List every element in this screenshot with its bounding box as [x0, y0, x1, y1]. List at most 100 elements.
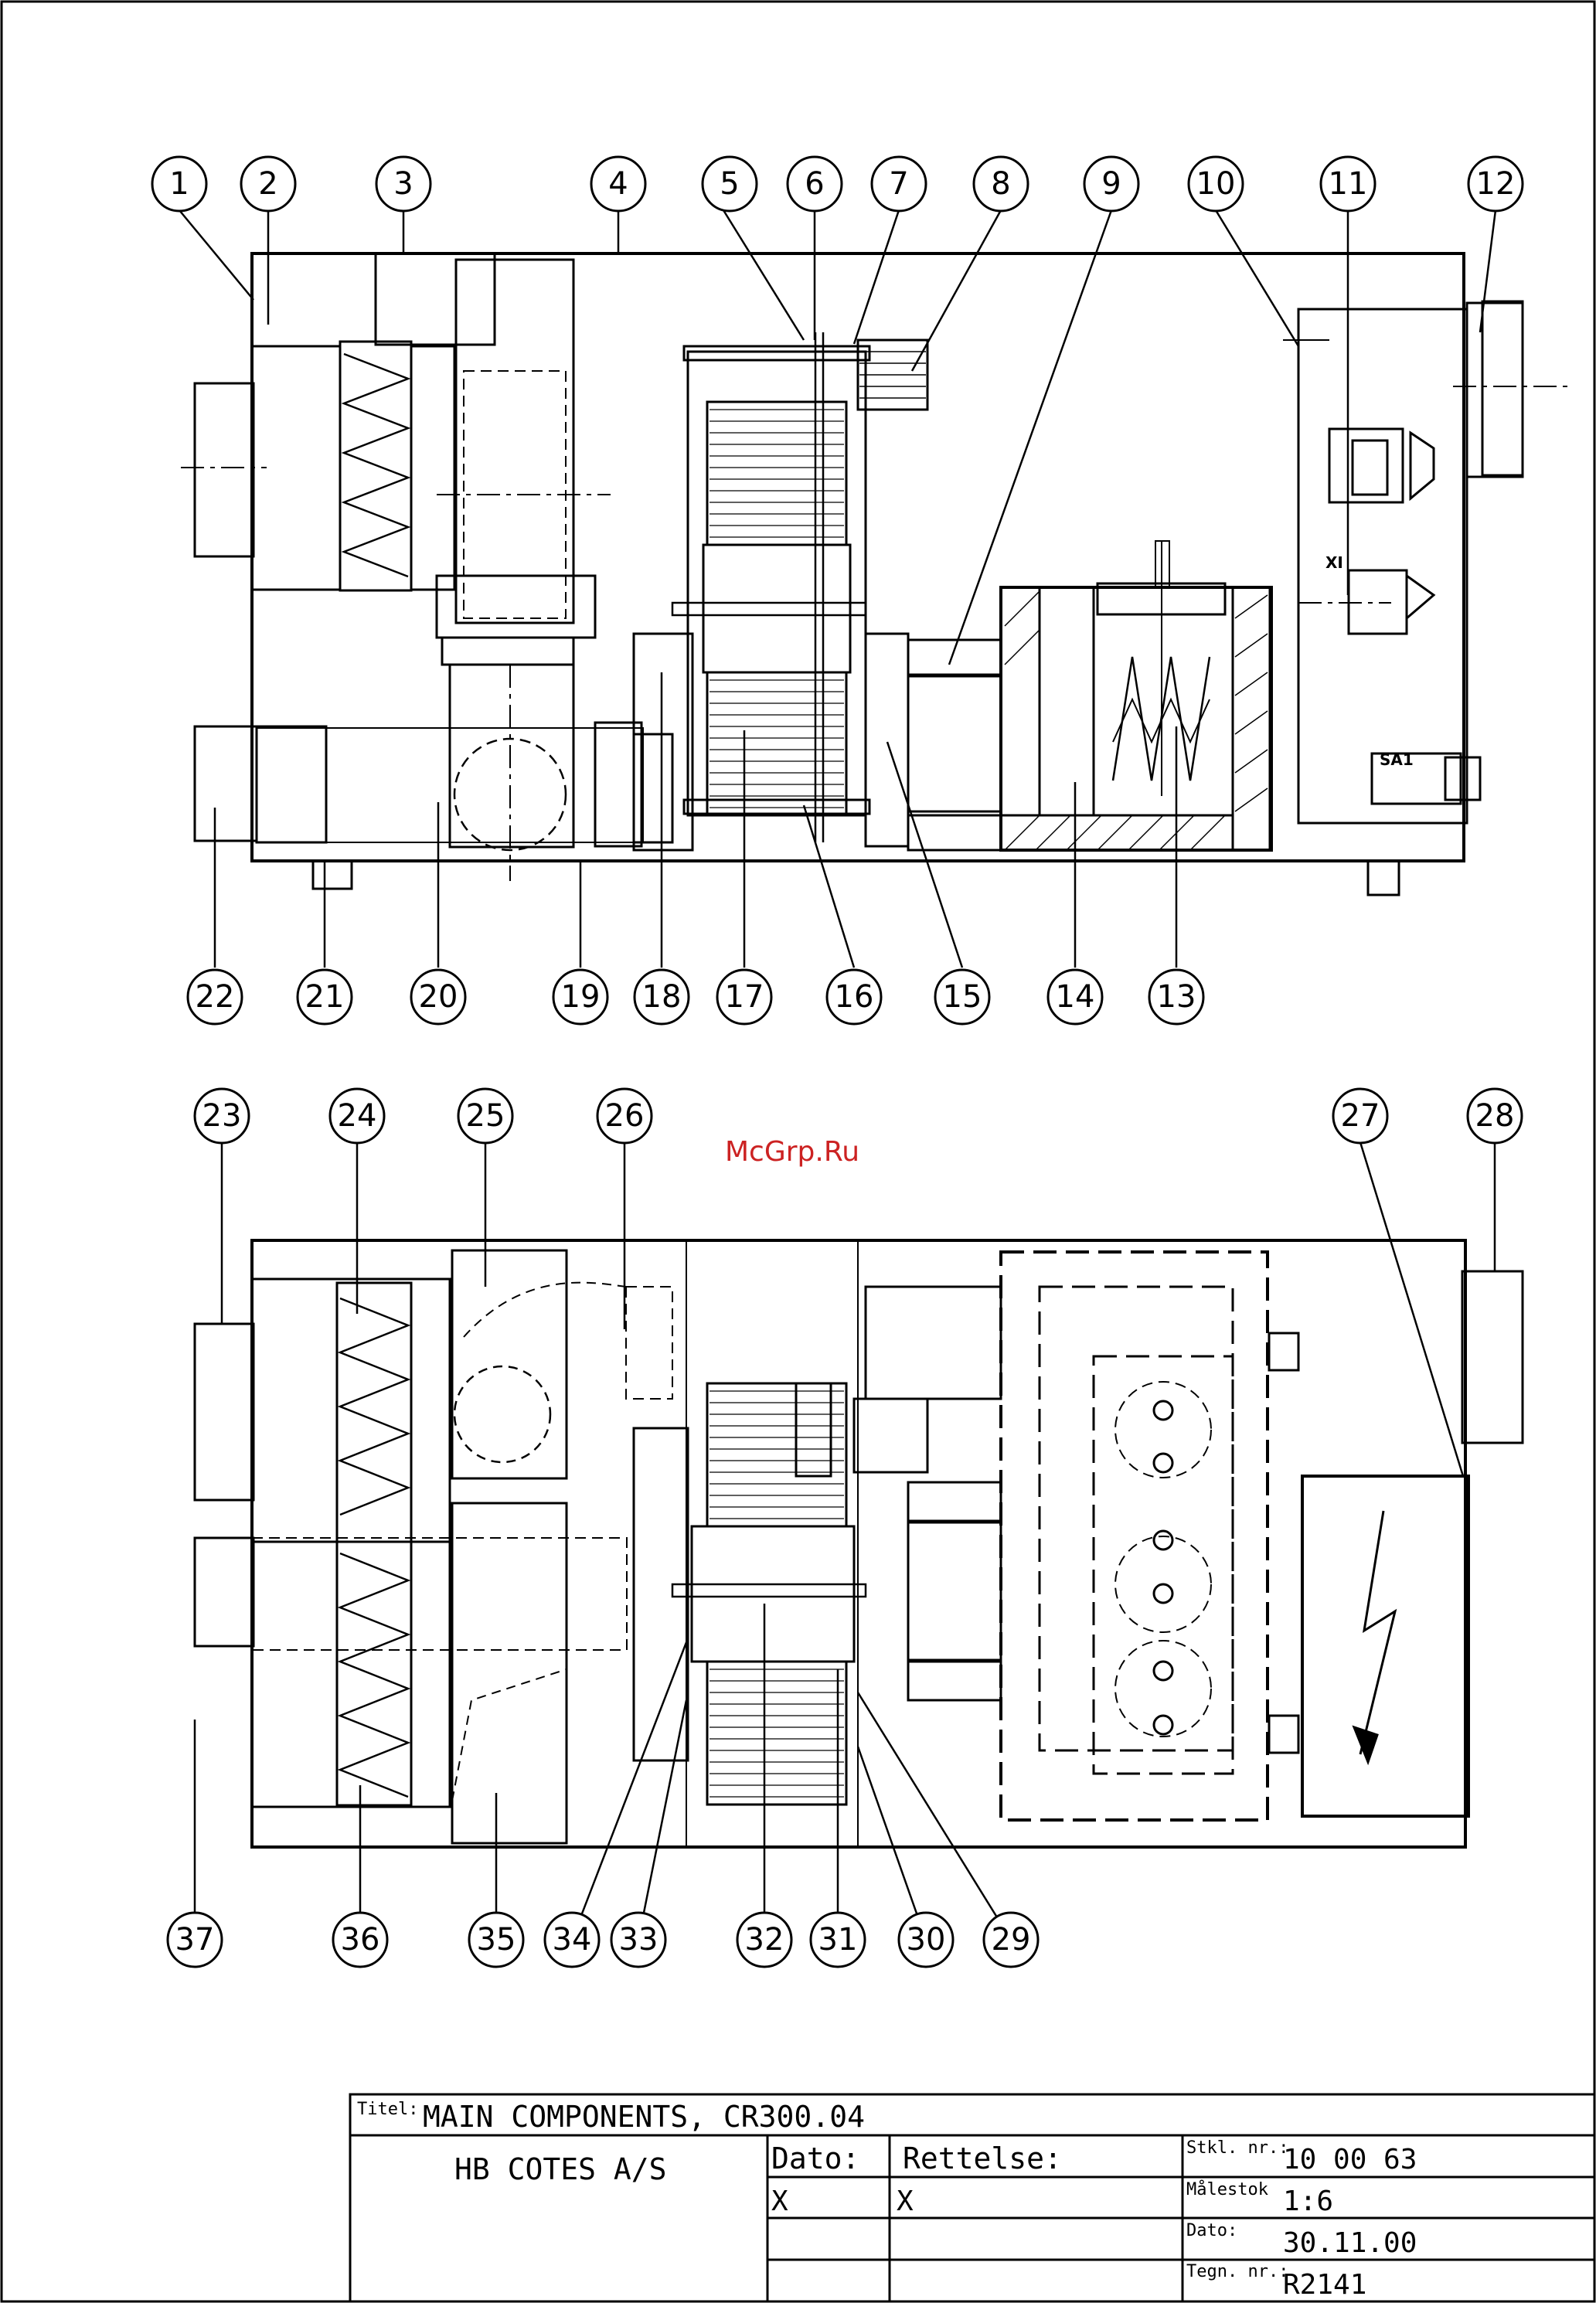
stkl-value: 10 00 63: [1283, 2144, 1417, 2175]
tegn-label: Tegn. nr.:: [1186, 2262, 1288, 2281]
svg-text:2: 2: [258, 166, 277, 202]
svg-text:11: 11: [1329, 166, 1368, 202]
dato-value: X: [771, 2186, 788, 2217]
inlet-23: [195, 1324, 254, 1500]
top-block-3: [376, 253, 495, 345]
callout-19: 19: [553, 970, 607, 1024]
callout-9: 9: [1084, 157, 1138, 211]
title-label: Titel:: [357, 2100, 418, 2119]
callout-2: 2: [241, 157, 295, 211]
callout-7: 7: [872, 157, 926, 211]
svg-text:6: 6: [805, 166, 824, 202]
heater-bottom: [1001, 1252, 1268, 1820]
svg-text:27: 27: [1341, 1098, 1380, 1134]
blower-25: [452, 1250, 567, 1478]
svg-text:30: 30: [907, 1922, 946, 1958]
svg-text:8: 8: [991, 166, 1010, 202]
svg-text:21: 21: [305, 979, 345, 1015]
svg-text:35: 35: [477, 1922, 516, 1958]
svg-text:26: 26: [605, 1098, 645, 1134]
callout-34: 34: [545, 1913, 599, 1967]
svg-text:37: 37: [175, 1922, 215, 1958]
title-block: Titel: MAIN COMPONENTS, CR300.04 HB COTE…: [350, 2094, 1594, 2301]
malestok-value: 1:6: [1283, 2186, 1333, 2217]
outlet-flange: [195, 726, 257, 841]
rettelse-header: Rettelse:: [903, 2141, 1062, 2175]
callout-6: 6: [788, 157, 842, 211]
callout-31: 31: [811, 1913, 865, 1967]
svg-text:36: 36: [341, 1922, 380, 1958]
stkl-label: Stkl. nr.:: [1186, 2138, 1288, 2158]
svg-text:24: 24: [338, 1098, 377, 1134]
heater-14: [1001, 587, 1271, 850]
callout-33: 33: [611, 1913, 665, 1967]
callout-23: 23: [195, 1089, 249, 1143]
svg-text:33: 33: [619, 1922, 658, 1958]
svg-text:14: 14: [1056, 979, 1095, 1015]
svg-text:4: 4: [608, 166, 628, 202]
callout-5: 5: [703, 157, 757, 211]
svg-text:13: 13: [1157, 979, 1196, 1015]
filter-24: [337, 1283, 411, 1805]
callout-10: 10: [1189, 157, 1243, 211]
svg-text:32: 32: [745, 1922, 784, 1958]
xi-label: XI: [1325, 553, 1343, 572]
company-name: HB COTES A/S: [454, 2152, 667, 2186]
callout-30: 30: [899, 1913, 953, 1967]
svg-text:10: 10: [1196, 166, 1236, 202]
sa1-label: SA1: [1380, 750, 1414, 769]
watermark: McGrp.Ru: [725, 1136, 859, 1168]
dato-header: Dato:: [771, 2141, 859, 2175]
callout-13: 13: [1149, 970, 1203, 1024]
bottom-view: [195, 1240, 1523, 1847]
duct-20: [450, 665, 573, 847]
side-plate-12: [1467, 303, 1523, 477]
rotor-upper: [707, 402, 846, 545]
callout-29: 29: [984, 1913, 1038, 1967]
svg-text:15: 15: [943, 979, 982, 1015]
svg-text:5: 5: [720, 166, 739, 202]
svg-text:29: 29: [992, 1922, 1031, 1958]
callout-18: 18: [635, 970, 689, 1024]
svg-text:18: 18: [642, 979, 682, 1015]
dato-label: Dato:: [1186, 2221, 1237, 2240]
svg-text:1: 1: [169, 166, 189, 202]
svg-text:23: 23: [202, 1098, 242, 1134]
callout-37: 37: [168, 1913, 222, 1967]
callout-35: 35: [469, 1913, 523, 1967]
svg-text:19: 19: [561, 979, 601, 1015]
callout-28: 28: [1468, 1089, 1522, 1143]
callout-8: 8: [974, 157, 1028, 211]
callout-32: 32: [737, 1913, 791, 1967]
tegn-value: R2141: [1283, 2269, 1366, 2301]
callout-36: 36: [333, 1913, 387, 1967]
column-4: [456, 260, 573, 623]
callout-21: 21: [298, 970, 352, 1024]
svg-text:3: 3: [393, 166, 413, 202]
svg-text:12: 12: [1476, 166, 1516, 202]
svg-text:25: 25: [466, 1098, 505, 1134]
inlet-flange: [195, 383, 254, 556]
callout-25: 25: [458, 1089, 512, 1143]
panel-14: [1040, 587, 1094, 815]
malestok-label: Målestok: [1186, 2179, 1268, 2199]
control-box-10: [1298, 309, 1467, 823]
svg-text:9: 9: [1101, 166, 1121, 202]
callout-12: 12: [1468, 157, 1523, 211]
svg-text:22: 22: [196, 979, 235, 1015]
motor-bottom: [854, 1399, 927, 1472]
callout-15: 15: [935, 970, 989, 1024]
svg-text:28: 28: [1475, 1098, 1515, 1134]
callout-17: 17: [717, 970, 771, 1024]
callout-14: 14: [1048, 970, 1102, 1024]
rotor-lower: [707, 672, 846, 815]
callout-26: 26: [597, 1089, 652, 1143]
callout-24: 24: [330, 1089, 384, 1143]
rettelse-value: X: [897, 2186, 914, 2217]
svg-text:20: 20: [419, 979, 458, 1015]
callout-4: 4: [591, 157, 645, 211]
dato-date: 30.11.00: [1283, 2227, 1417, 2259]
callout-27: 27: [1333, 1089, 1387, 1143]
callout-20: 20: [411, 970, 465, 1024]
callout-11: 11: [1321, 157, 1375, 211]
